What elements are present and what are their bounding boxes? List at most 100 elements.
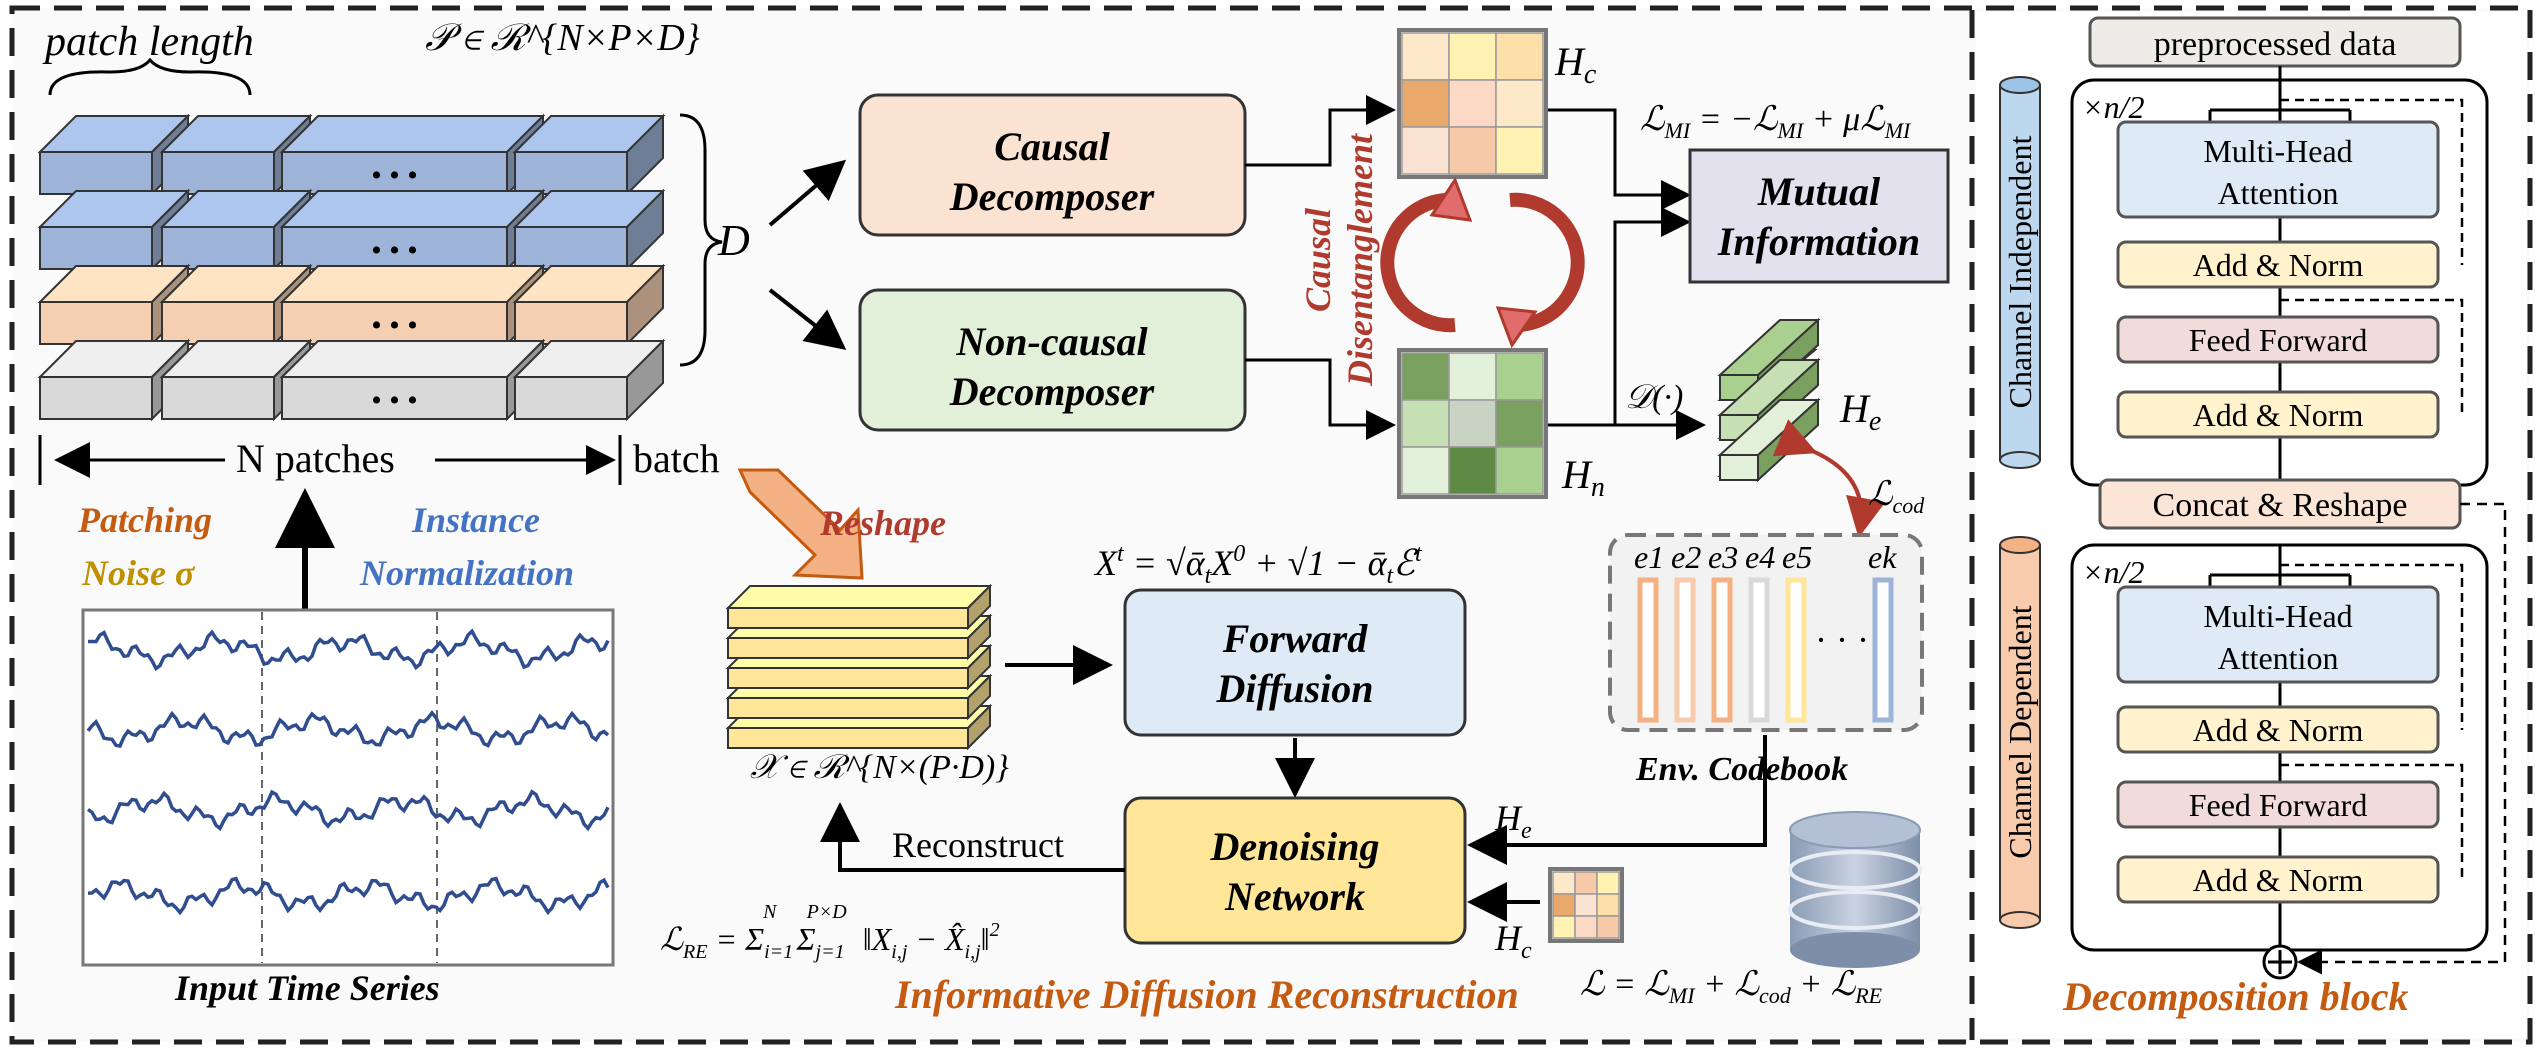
reshape-stack — [725, 583, 993, 751]
add-norm-box — [2116, 390, 2440, 439]
disentangle-label-1: Causal — [1298, 208, 1338, 312]
codebook-to-denoise — [1467, 735, 1767, 865]
hn-cell — [1401, 352, 1450, 401]
hc-small-cell — [1596, 915, 1620, 939]
mutual-info-line1: Mutual — [1757, 169, 1881, 214]
codebook-vector — [1748, 577, 1770, 723]
concat-skip-line — [2297, 502, 2507, 975]
add-norm-box — [2116, 705, 2440, 754]
hc-small-cell — [1552, 893, 1576, 917]
cycle-arrow-right — [1509, 192, 1585, 332]
codebook-label: e4 — [1745, 539, 1775, 575]
forward-diffusion-box — [1123, 588, 1467, 737]
d-label: D — [717, 216, 750, 265]
series-line — [86, 710, 610, 748]
feed-forward-box — [2116, 780, 2440, 829]
patch-cell — [512, 338, 666, 422]
series-line — [88, 628, 610, 672]
codebook-vector — [1711, 577, 1733, 723]
mha-box — [2116, 585, 2440, 684]
add-norm-box — [2116, 855, 2440, 904]
residual-1 — [2280, 563, 2464, 730]
hc-small-cell — [1596, 871, 1620, 895]
reshape-slab — [725, 583, 993, 631]
hc-small-cell — [1574, 893, 1598, 917]
hc-cell — [1401, 126, 1450, 175]
arrow-to-causal — [768, 159, 847, 227]
input-series-title: Input Time Series — [174, 968, 440, 1008]
patch-length-brace — [48, 57, 252, 96]
codebook-vector — [1872, 577, 1894, 723]
diffusion-section-title: Informative Diffusion Reconstruction — [894, 972, 1519, 1017]
forward-diffusion-line2: Diffusion — [1215, 666, 1373, 711]
d-brace — [679, 113, 723, 367]
feed-forward-box-label: Feed Forward — [2189, 322, 2368, 358]
hc-grid — [1397, 28, 1548, 179]
patch-stack: • • •• • •• • •• • • — [37, 113, 666, 422]
reshape-label: Reshape — [819, 503, 946, 543]
normalization-label: Normalization — [359, 553, 574, 593]
x-formula: 𝒳 ∈ ℛ^{N×(P·D)} — [750, 749, 1009, 786]
add-norm-box-label: Add & Norm — [2193, 712, 2364, 748]
hc-cell — [1495, 79, 1544, 128]
mha-box-label: Attention — [2218, 175, 2339, 211]
hn-grid — [1397, 348, 1548, 499]
qkv-split — [2208, 108, 2352, 122]
channel-dependent-label: Channel Dependent — [2002, 605, 2038, 858]
patch-ellipsis: • • • — [371, 234, 418, 267]
codebook-ellipsis: · · · — [1815, 620, 1869, 660]
ci-label-cylinder — [1999, 76, 2041, 469]
reconstruct-arrow — [820, 802, 1125, 872]
reconstruct-label: Reconstruct — [892, 825, 1064, 865]
hc-small-grid — [1548, 867, 1624, 943]
hn-cell — [1495, 399, 1544, 448]
channel-independent-label: Channel Independent — [2002, 135, 2038, 408]
noncausal-decomposer-line2: Decomposer — [949, 369, 1155, 414]
n-patches-label-bg — [225, 436, 435, 482]
codebook-label: e3 — [1708, 539, 1738, 575]
hc-cell — [1448, 79, 1497, 128]
qkv-split — [2208, 573, 2352, 587]
preprocessed-data-label: preprocessed data — [2154, 26, 2397, 63]
codebook-label: e2 — [1671, 539, 1701, 575]
codebook-vector — [1637, 577, 1659, 723]
cycle-arrow-left — [1380, 193, 1456, 333]
instance-label: Instance — [411, 500, 540, 540]
mha-box-label: Multi-Head — [2203, 133, 2352, 169]
repeat-label: ×n/2 — [2082, 89, 2144, 125]
hn-cell — [1495, 352, 1544, 401]
patch-length-label: patch length — [42, 19, 254, 65]
hc-cell — [1448, 126, 1497, 175]
decomposition-block-title: Decomposition block — [2062, 974, 2409, 1019]
xt-formula: Xt = √ᾱtX0 + √1 − ᾱtℰt — [1093, 541, 1423, 589]
feed-forward-box — [2116, 315, 2440, 364]
hc-small-cell — [1574, 915, 1598, 939]
add-norm-box-label: Add & Norm — [2193, 397, 2364, 433]
hn-to-mutual — [1548, 207, 1691, 427]
noncausal-to-hn-line — [1245, 358, 1396, 440]
hc-small-cell — [1552, 871, 1576, 895]
add-norm-box — [2116, 240, 2440, 289]
patch-cell — [512, 188, 666, 272]
reshape-arrow — [737, 468, 864, 580]
concat-reshape-label: Concat & Reshape — [2153, 487, 2408, 524]
hn-cell — [1401, 446, 1450, 495]
hn-cell — [1448, 352, 1497, 401]
codebook-label: ek — [1868, 539, 1897, 575]
hc-small-cell — [1552, 915, 1576, 939]
hc-small-cell — [1574, 871, 1598, 895]
forward-diffusion-line1: Forward — [1222, 616, 1368, 661]
cycle-arrow-right-head — [1495, 306, 1538, 349]
denoising-network-box — [1123, 796, 1467, 945]
hc-cell — [1495, 126, 1544, 175]
database-icon — [1788, 811, 1922, 968]
total-loss-formula: ℒ = ℒMI + ℒcod + ℒRE — [1580, 966, 1883, 1008]
codebook-vector — [1674, 577, 1696, 723]
hn-cell — [1448, 446, 1497, 495]
arrow-to-noncausal — [768, 288, 847, 350]
mutual-info-box — [1688, 148, 1950, 284]
hc-cell — [1401, 79, 1450, 128]
